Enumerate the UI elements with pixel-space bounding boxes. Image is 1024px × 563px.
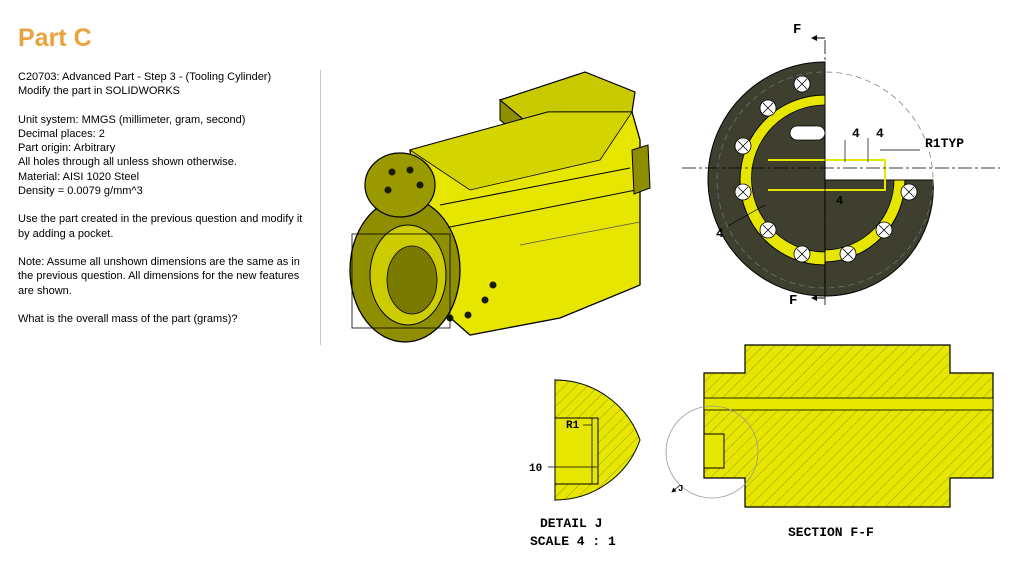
isometric-part-view (349, 71, 651, 343)
dim-r1-typ: R1TYP (925, 136, 964, 151)
divider-line (320, 70, 321, 345)
problem-line: Part origin: Arbitrary (18, 142, 116, 155)
problem-line: Density = 0.0079 g/mm^3 (18, 185, 143, 198)
problem-line: by adding a pocket. (18, 227, 114, 240)
section-caption: SECTION F-F (788, 525, 874, 540)
section-label-top: F (793, 22, 801, 38)
problem-line: Decimal places: 2 (18, 127, 105, 140)
problem-line: the previous question. All dimensions fo… (18, 270, 300, 283)
problem-line: Use the part created in the previous que… (18, 213, 303, 226)
dim-4-c: 4 (716, 226, 724, 241)
detail-caption-line2: SCALE 4 : 1 (530, 534, 616, 549)
problem-line: Unit system: MMGS (millimeter, gram, sec… (18, 113, 246, 126)
section-f-f-view (665, 344, 994, 508)
problem-line: Note: Assume all unshown dimensions are … (18, 255, 300, 268)
problem-line: Material: AISI 1020 Steel (18, 170, 140, 183)
dim-10: 10 (529, 463, 542, 475)
problem-line: are shown. (18, 284, 72, 297)
detail-caption-line1: DETAIL J (540, 516, 602, 531)
problem-line: What is the overall mass of the part (gr… (18, 312, 238, 325)
section-label-bottom: F (789, 293, 797, 309)
dim-4-d: 4 (836, 194, 843, 208)
dim-r1: R1 (566, 420, 580, 432)
page-title: Part C (18, 24, 92, 52)
end-view (682, 35, 1000, 305)
detail-j-view (548, 378, 641, 502)
problem-line: Modify the part in SOLIDWORKS (18, 85, 180, 98)
problem-text: C20703: Advanced Part - Step 3 - (Toolin… (18, 70, 318, 326)
problem-line: C20703: Advanced Part - Step 3 - (Toolin… (18, 71, 272, 83)
detail-label-j: J (678, 484, 683, 494)
dim-4-b: 4 (876, 126, 884, 141)
problem-line: All holes through all unless shown other… (18, 156, 237, 169)
dim-4-a: 4 (852, 126, 860, 141)
